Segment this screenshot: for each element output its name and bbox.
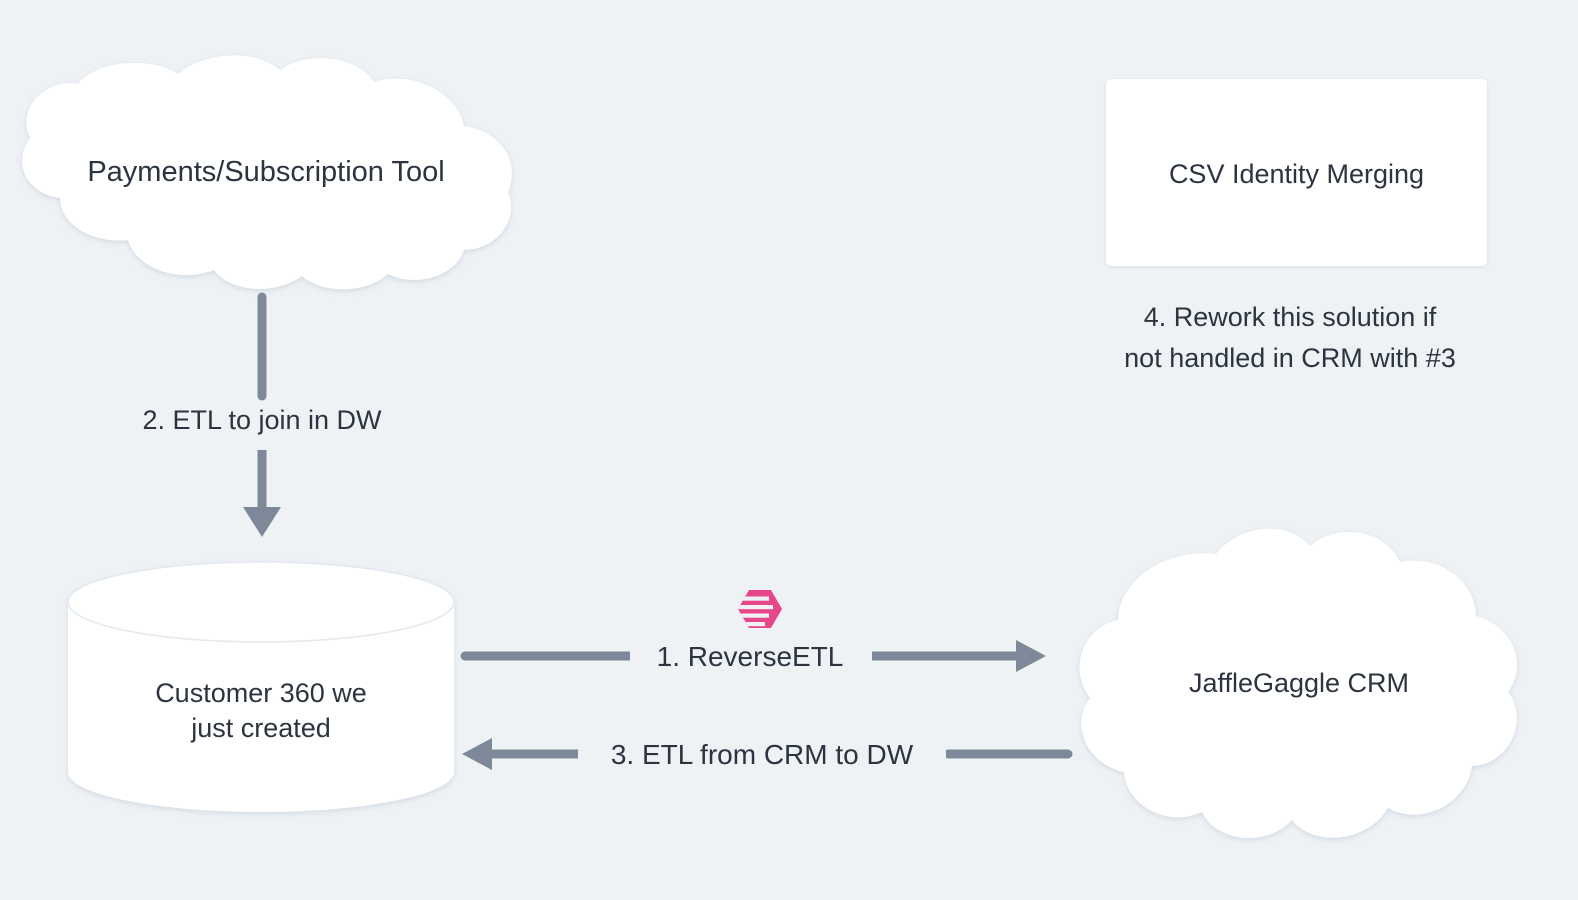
- node-csv-identity-merging[interactable]: [1106, 79, 1487, 266]
- edge-etl-to-join-in-dw[interactable]: [200, 292, 324, 542]
- edge-etl-from-crm-to-dw[interactable]: [460, 738, 1073, 770]
- edge-etl-to-join-in-dw-label: 2. ETL to join in DW: [142, 405, 382, 435]
- node-jafflegaggle-crm[interactable]: [1056, 520, 1542, 850]
- arrow-left-shape: [462, 738, 1073, 770]
- arrow-down-shape: [243, 292, 281, 537]
- edge-reverse-etl-label: 1. ReverseETL: [630, 641, 870, 673]
- node-payments-tool[interactable]: [8, 52, 524, 290]
- note-rework-text: 4. Rework this solution if not handled i…: [1124, 302, 1456, 374]
- cloud-shape: [1079, 528, 1518, 839]
- node-customer-360[interactable]: [62, 561, 460, 812]
- edge-etl-from-crm-to-dw-label: 3. ETL from CRM to DW: [578, 739, 946, 771]
- hightouch-logo-icon: [735, 588, 783, 630]
- cloud-shape: [22, 55, 512, 290]
- hightouch-logo-shape: [738, 590, 782, 628]
- arrow-right-shape: [460, 640, 1046, 672]
- edge-reverse-etl[interactable]: [460, 640, 1048, 672]
- cylinder-shape: [67, 561, 455, 812]
